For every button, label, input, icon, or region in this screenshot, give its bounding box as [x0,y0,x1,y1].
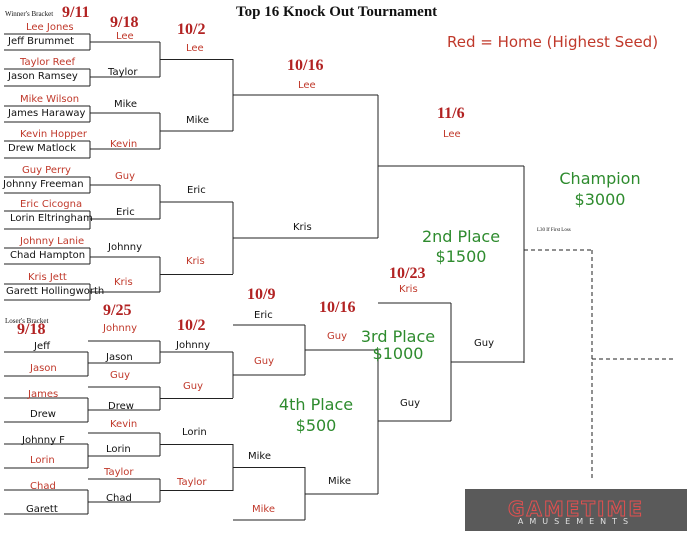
l-r5-winner: Guy [400,398,421,409]
l-r5-p2: Mike [328,476,351,487]
fourth-place-label: 4th Place [278,395,354,414]
l-r2-drop3: Kevin [110,419,138,430]
w-r3-m3: Eric [187,185,206,196]
l-r4-drop1: Eric [254,310,273,321]
w-r4-m2: Kris [293,222,312,233]
l-r2-p4: Chad [106,493,132,504]
l-r1-p2: Jason [30,363,57,374]
l-r1-p7: Chad [30,481,56,492]
l-r1-p4: Drew [30,409,56,420]
w-r2-m5: Guy [115,171,136,182]
w-r1-m5-away: Johnny Freeman [3,179,84,190]
date-losers-round4: 10/9 [247,286,276,303]
l-final-winner: Guy [474,338,495,349]
third-place-amount: $1000 [372,344,424,363]
l-r1-p1: Jeff [34,341,50,352]
w-r1-m5-home: Guy Perry [22,165,71,176]
w-r1-m2-home: Taylor Reef [20,57,76,68]
w-r1-m4-home: Kevin Hopper [20,129,88,140]
l-r6-drop: Kris [399,284,418,295]
l-r5-p1: Guy [327,331,348,342]
w-r5-winner: Lee [443,129,461,140]
logo-sub-text: AMUSEMENTS [517,517,635,526]
w-r1-m6-home: Eric Cicogna [20,199,83,210]
date-losers-round2: 9/25 [103,302,132,319]
l-r1-p3: James [28,389,59,400]
w-r1-m7-home: Johnny Lanie [20,236,85,247]
gametime-logo: GAMETIME AMUSEMENTS [465,489,687,531]
losers-bracket-label: Loser's Bracket [5,317,49,325]
w-r1-m6-away: Lorin Eltringham [10,213,93,224]
l-r4-p2: Mike [248,451,271,462]
date-losers-round6: 10/23 [389,265,426,282]
l-r3-p2: Guy [183,381,204,392]
l-r2-p1: Jason [106,352,133,363]
w-r2-m6: Eric [116,207,135,218]
l-r3-p4: Taylor [177,477,207,488]
l-r1-p6: Lorin [30,455,55,466]
l-r3-p1: Johnny [176,340,210,351]
w-r2-m8: Kris [114,277,133,288]
w-r1-m8-home: Kris Jett [28,272,67,283]
if-first-loss-label: L30 If First Loss [537,228,571,233]
w-r3-m2: Mike [186,115,209,126]
w-r1-m1-home: Lee Jones [26,22,74,33]
l-r2-p2: Drew [108,401,134,412]
w-r1-m8-away: Garett Hollingworth [6,286,105,297]
l-r1-p8: Garett [26,504,58,515]
w-r1-m1-away: Jeff Brummet [8,36,75,47]
date-winners-round2: 9/18 [110,14,139,31]
l-r2-drop2: Guy [110,370,131,381]
w-r2-m3: Mike [114,99,137,110]
l-r3-p3: Lorin [182,427,207,438]
l-r1-p5: Johnny F [22,435,65,446]
second-place-amount: $1500 [435,247,487,266]
w-r3-m1: Lee [186,43,204,54]
date-winners-final: 11/6 [437,105,465,122]
w-r1-m4-away: Drew Matlock [8,143,76,154]
fourth-place-amount: $500 [295,416,337,435]
w-r2-m1: Lee [116,31,134,42]
w-r2-m7: Johnny [108,242,142,253]
legend-text: Red = Home (Highest Seed) [447,33,659,51]
date-winners-round4: 10/16 [287,57,324,74]
date-winners-round3: 10/2 [177,21,206,38]
l-r2-drop1: Johnny [103,323,137,334]
l-r2-drop4: Taylor [104,467,134,478]
w-r3-m4: Kris [186,256,205,267]
champion-amount: $3000 [574,190,626,209]
third-place-label: 3rd Place [360,327,436,346]
second-place-label: 2nd Place [421,227,501,246]
winners-bracket-label: Winner's Bracket [5,10,54,18]
w-r1-m3-away: James Haraway [8,108,86,119]
date-losers-round3: 10/2 [177,317,206,334]
date-losers-round1: 9/18 [17,321,46,338]
date-losers-round5: 10/16 [319,299,356,316]
logo-main-text: GAMETIME [507,497,645,522]
w-r2-m2: Taylor [108,67,138,78]
w-r1-m3-home: Mike Wilson [20,94,80,105]
w-r1-m2-away: Jason Ramsey [8,71,78,82]
l-r2-p3: Lorin [106,444,131,455]
l-r4-drop2: Mike [252,504,275,515]
w-r1-m7-away: Chad Hampton [10,250,86,261]
w-r4-m1: Lee [298,80,316,91]
champion-label: Champion [559,169,641,188]
l-r4-p1: Guy [254,356,275,367]
w-r2-m4: Kevin [110,139,138,150]
date-winners-round1: 9/11 [62,4,90,21]
page-title: Top 16 Knock Out Tournament [236,4,438,20]
